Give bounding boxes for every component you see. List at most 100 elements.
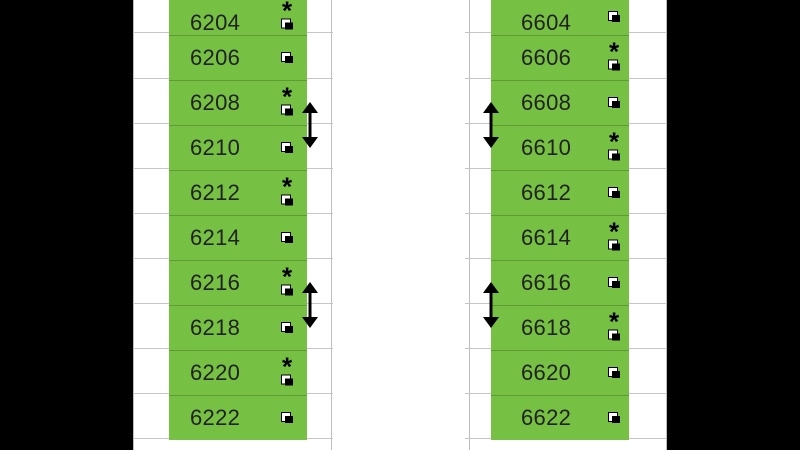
bed-icon — [607, 329, 621, 342]
bed-icon — [280, 284, 294, 297]
cabin-number: 6610 — [521, 135, 572, 160]
grid-horizontal-line — [133, 438, 169, 439]
cabin-number: 6218 — [190, 315, 241, 340]
bed-icon — [280, 374, 294, 387]
cabin-6218[interactable]: 6218 — [169, 305, 307, 350]
grid-horizontal-line — [307, 78, 333, 79]
cabin-number: 6614 — [521, 225, 572, 250]
double-arrow-vertical-icon — [300, 282, 320, 328]
asterisk-icon: * — [608, 306, 620, 337]
grid-vertical-line — [331, 0, 332, 450]
cabin-6618[interactable]: 6618 * — [491, 305, 629, 350]
grid-horizontal-line — [307, 32, 333, 33]
cabin-6622[interactable]: 6622 — [491, 395, 629, 440]
grid-horizontal-line — [307, 303, 333, 304]
cabin-number: 6618 — [521, 315, 572, 340]
cabin-icons — [604, 11, 624, 23]
grid-horizontal-line — [629, 213, 667, 214]
grid-horizontal-line — [133, 78, 169, 79]
cabin-number: 6612 — [521, 180, 572, 205]
bed-icon — [607, 149, 621, 162]
grid-horizontal-line — [465, 32, 491, 33]
bed-icon — [280, 18, 294, 31]
cabin-6606[interactable]: 6606* — [491, 35, 629, 80]
cabin-icons: * — [604, 129, 624, 162]
grid-horizontal-line — [133, 32, 169, 33]
cabin-6214[interactable]: 6214 — [169, 215, 307, 260]
cabin-icons — [277, 322, 297, 334]
grid-horizontal-line — [629, 78, 667, 79]
asterisk-icon: * — [281, 261, 293, 292]
grid-horizontal-line — [465, 303, 491, 304]
double-arrow-vertical-icon — [481, 282, 501, 328]
grid-horizontal-line — [629, 258, 667, 259]
cabin-6208[interactable]: 6208* — [169, 80, 307, 125]
cabin-icons — [277, 52, 297, 64]
cabin-6620[interactable]: 6620 — [491, 350, 629, 395]
cabin-6216[interactable]: 6216* — [169, 260, 307, 305]
cabin-6212[interactable]: 6212 * — [169, 170, 307, 215]
cabin-number: 6604 — [521, 10, 572, 35]
bed-icon — [607, 412, 621, 424]
cabin-icons: * — [277, 261, 297, 297]
cabin-6220[interactable]: 6220 * — [169, 350, 307, 395]
cabin-icons: * — [277, 0, 297, 31]
bed-icon — [607, 97, 621, 109]
cabin-number: 6212 — [190, 180, 241, 205]
grid-horizontal-line — [133, 348, 169, 349]
grid-horizontal-line — [629, 438, 667, 439]
bed-icon — [607, 367, 621, 379]
grid-vertical-line — [469, 0, 470, 450]
bed-icon — [280, 104, 294, 117]
grid-horizontal-line — [133, 168, 169, 169]
cabin-number: 6220 — [190, 360, 241, 385]
double-arrow-vertical-icon — [300, 102, 320, 148]
grid-horizontal-line — [629, 32, 667, 33]
cabin-icons — [277, 232, 297, 244]
asterisk-icon: * — [281, 171, 293, 202]
grid-vertical-line — [666, 0, 667, 450]
asterisk-icon: * — [281, 81, 293, 112]
grid-horizontal-line — [307, 393, 333, 394]
grid-horizontal-line — [465, 168, 491, 169]
bed-icon — [607, 187, 621, 199]
cabin-6610[interactable]: 6610 * — [491, 125, 629, 170]
cabin-6222[interactable]: 6222 — [169, 395, 307, 440]
cabin-icons — [604, 367, 624, 379]
cabin-6608[interactable]: 6608 — [491, 80, 629, 125]
cabin-number: 6622 — [521, 405, 572, 430]
cabin-6612[interactable]: 6612 — [491, 170, 629, 215]
cabin-icons — [604, 412, 624, 424]
cabin-icons — [277, 412, 297, 424]
grid-horizontal-line — [307, 438, 333, 439]
bed-icon — [280, 194, 294, 207]
cabin-number: 6616 — [521, 270, 572, 295]
cabin-number: 6222 — [190, 405, 241, 430]
bed-icon — [280, 232, 294, 244]
bed-icon — [607, 59, 621, 72]
cabin-6616[interactable]: 6616 — [491, 260, 629, 305]
cabin-6614[interactable]: 6614* — [491, 215, 629, 260]
grid-horizontal-line — [307, 168, 333, 169]
cabin-icons — [604, 97, 624, 109]
grid-horizontal-line — [465, 123, 491, 124]
bed-icon — [280, 52, 294, 64]
cabin-icons: * — [277, 81, 297, 117]
cabin-icons: * — [277, 171, 297, 207]
cabin-icons — [277, 142, 297, 154]
grid-horizontal-line — [465, 258, 491, 259]
grid-horizontal-line — [465, 213, 491, 214]
cabin-number: 6606 — [521, 45, 572, 70]
cabin-6206[interactable]: 6206 — [169, 35, 307, 80]
cabin-icons: * — [604, 306, 624, 342]
double-arrow-vertical-icon — [481, 102, 501, 148]
cabin-number: 6206 — [190, 45, 241, 70]
grid-vertical-line — [133, 0, 134, 450]
grid-horizontal-line — [133, 123, 169, 124]
asterisk-icon: * — [281, 351, 293, 382]
bed-icon — [607, 239, 621, 252]
cabin-6210[interactable]: 6210 — [169, 125, 307, 170]
cabin-icons — [604, 277, 624, 289]
grid-horizontal-line — [307, 213, 333, 214]
asterisk-icon: * — [281, 0, 293, 26]
